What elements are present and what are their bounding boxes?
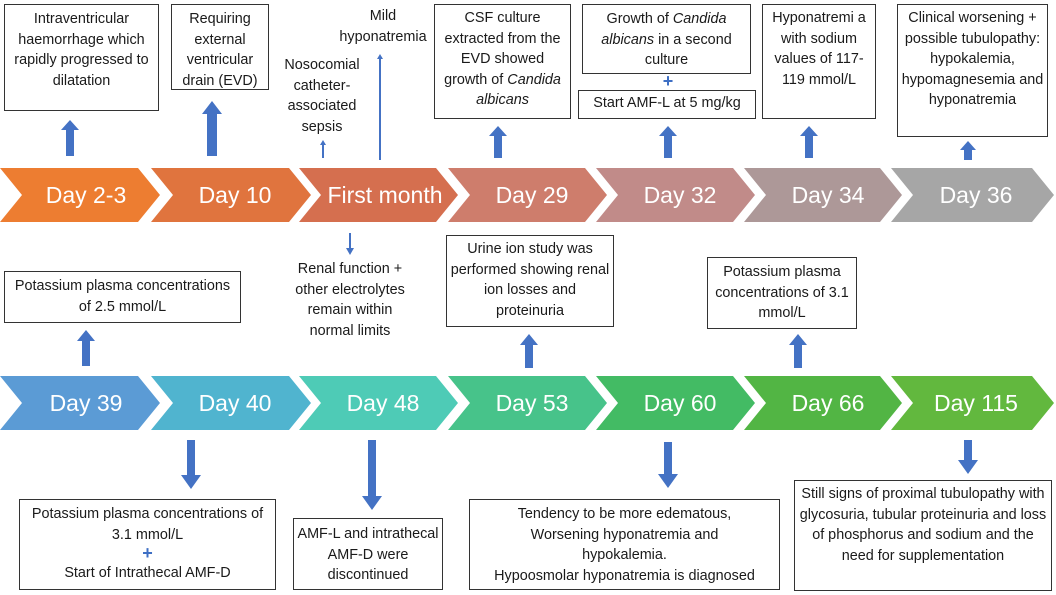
event-box-day-60: Tendency to be more edematous, Worsening… bbox=[469, 499, 780, 590]
event-box-day-2-3: Intraventricular haemorrhage which rapid… bbox=[4, 4, 159, 111]
arrow-down-day-115 bbox=[958, 440, 978, 474]
day-label-53: Day 53 bbox=[495, 390, 569, 416]
event-text-day-40-amfd: Start of Intrathecal AMF-D bbox=[64, 565, 231, 581]
event-note-sepsis: Nosocomial catheter-associated sepsis bbox=[284, 57, 360, 135]
event-box-day-10: Requiring external ventricular drain (EV… bbox=[171, 4, 269, 90]
arrow-down-day-60 bbox=[658, 442, 678, 488]
event-box-day-48: AMF-L and intrathecal AMF-D were discont… bbox=[293, 518, 443, 590]
event-text-day-40-potassium: Potassium plasma concentrations of 3.1 m… bbox=[31, 506, 264, 543]
timeline-row-1 bbox=[0, 168, 1054, 222]
event-note-renal-function: Renal function + other electrolytes rema… bbox=[295, 261, 405, 339]
chevron-day-10 bbox=[151, 168, 311, 222]
event-box-day-32-amfl: Start AMF-L at 5 mg/kg bbox=[578, 90, 756, 119]
arrow-up-sepsis bbox=[320, 140, 326, 158]
chevron-day-39 bbox=[0, 376, 160, 430]
arrow-up-day-39 bbox=[77, 330, 95, 366]
chevron-day-53 bbox=[448, 376, 607, 430]
event-text-day-29: CSF culture extracted from the EVD showe… bbox=[444, 10, 561, 88]
chevron-day-66 bbox=[744, 376, 902, 430]
arrow-up-day-66 bbox=[789, 334, 807, 368]
event-box-day-40: Potassium plasma concentrations of 3.1 m… bbox=[19, 499, 276, 590]
day-label-first-month: First month bbox=[327, 182, 443, 208]
event-text-day-32-a: Growth of bbox=[606, 11, 673, 27]
arrow-up-day-2-3 bbox=[61, 120, 79, 156]
event-box-day-39: Potassium plasma concentrations of 2.5 m… bbox=[4, 271, 241, 323]
chevron-day-115 bbox=[891, 376, 1054, 430]
plus-icon-day-40: + bbox=[142, 543, 153, 563]
day-label-34: Day 34 bbox=[791, 182, 865, 208]
chevron-day-60 bbox=[596, 376, 755, 430]
day-label-32: Day 32 bbox=[643, 182, 717, 208]
chevron-day-48 bbox=[299, 376, 458, 430]
day-label-40: Day 40 bbox=[198, 390, 272, 416]
arrow-up-day-36 bbox=[960, 141, 976, 160]
day-label-48: Day 48 bbox=[346, 390, 420, 416]
day-label-29: Day 29 bbox=[495, 182, 569, 208]
event-box-day-53: Urine ion study was performed showing re… bbox=[446, 235, 614, 327]
event-italic-day-32: Candida albicans bbox=[601, 11, 727, 48]
event-box-day-115: Still signs of proximal tubulopathy with… bbox=[794, 480, 1052, 591]
chevron-day-34 bbox=[744, 168, 902, 222]
arrow-up-day-10 bbox=[202, 101, 222, 156]
chevron-day-2-3 bbox=[0, 168, 160, 222]
event-text-day-60-diagnosis: Hypoosmolar hyponatremia is diagnosed bbox=[494, 567, 755, 584]
event-box-day-34: Hyponatremi a with sodium values of 117-… bbox=[762, 4, 876, 119]
day-label-39: Day 39 bbox=[49, 390, 123, 416]
day-label-115: Day 115 bbox=[934, 390, 1018, 416]
event-italic-day-29: Candida albicans bbox=[476, 71, 561, 109]
arrow-up-day-32 bbox=[659, 126, 677, 158]
arrow-up-day-53 bbox=[520, 334, 538, 368]
arrow-down-renal-function bbox=[346, 233, 354, 255]
day-label-66: Day 66 bbox=[791, 390, 865, 416]
chevron-day-40 bbox=[151, 376, 311, 430]
chevron-first-month bbox=[299, 168, 458, 222]
event-box-day-66: Potassium plasma concentrations of 3.1 m… bbox=[707, 257, 857, 329]
event-text-day-32-b: in a second culture bbox=[644, 31, 732, 69]
chevron-day-29 bbox=[448, 168, 607, 222]
event-note-mild-hyponatremia: Mild hyponatremia bbox=[339, 8, 427, 45]
event-text-day-60: Tendency to be more edematous, Worsening… bbox=[517, 506, 732, 563]
plus-icon-day-32: + bbox=[662, 71, 674, 91]
day-label-36: Day 36 bbox=[939, 182, 1013, 208]
arrow-down-day-40 bbox=[181, 440, 201, 489]
event-box-day-32-growth: Growth of Candida albicans in a second c… bbox=[582, 4, 751, 74]
chevron-day-36 bbox=[891, 168, 1054, 222]
event-box-day-29: CSF culture extracted from the EVD showe… bbox=[434, 4, 571, 119]
chevron-day-32 bbox=[596, 168, 755, 222]
arrow-up-day-29 bbox=[489, 126, 507, 158]
day-label-2-3: Day 2-3 bbox=[45, 182, 127, 208]
timeline-row-2 bbox=[0, 376, 1054, 430]
arrow-down-day-48 bbox=[362, 440, 382, 510]
event-box-day-36: Clinical worsening + possible tubulopath… bbox=[897, 4, 1048, 137]
day-label-60: Day 60 bbox=[643, 390, 717, 416]
arrow-up-mild-hyponatremia bbox=[377, 54, 383, 160]
arrow-up-day-34 bbox=[800, 126, 818, 158]
day-label-10: Day 10 bbox=[198, 182, 272, 208]
